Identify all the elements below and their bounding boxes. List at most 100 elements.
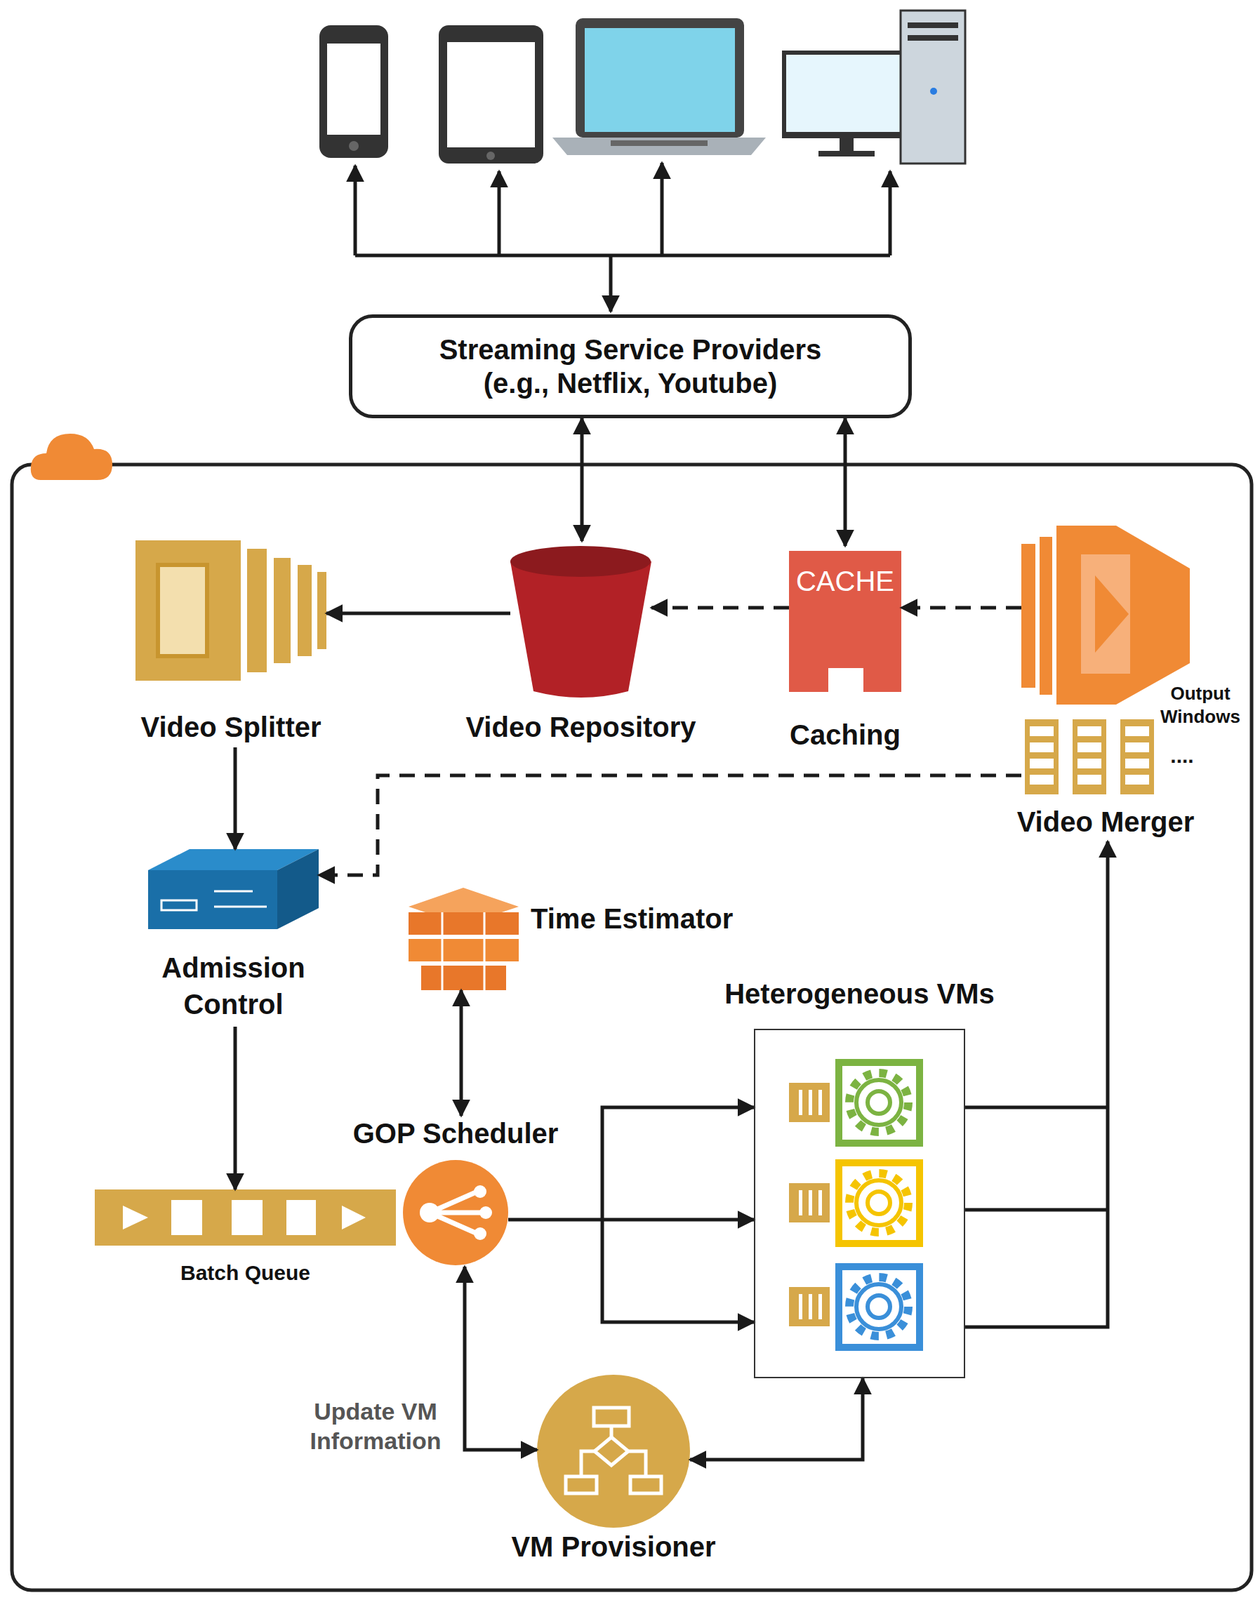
bucket-icon-part [510,561,652,698]
vm-icon-part [842,1066,917,1140]
device-wires-part [660,162,665,256]
queue-icon-part [122,1205,149,1230]
output-windows-part [1120,719,1155,795]
connector-line [602,1219,754,1323]
connector [464,1267,537,1451]
output-windows-part [1024,719,1059,795]
provisioner-icon-part-part [593,1408,629,1427]
vm-pool-box: Heterogeneous VMs [753,1029,966,1379]
connector-line [901,606,1022,610]
output-windows-part [1072,719,1107,795]
phone-icon-part [319,25,389,158]
desktop-icon-part [900,10,966,164]
provisioner-icon [536,1375,691,1529]
laptop-icon-part [610,140,708,147]
cache-node: CACHECaching [788,546,902,757]
connector-line [651,606,789,610]
vm-icon [788,1059,924,1147]
merger-icon-part [1021,544,1036,688]
node-label: Video Repository [465,711,696,744]
vm-icon-part [808,1090,813,1116]
laptop-icon-part [552,137,766,156]
provisioner-icon-part-part [630,1476,662,1494]
connector-line [508,1218,754,1223]
laptop-icon-part [575,18,745,138]
scheduler-icon-part [479,1206,493,1220]
device-wires-part [888,171,893,256]
connector-line [580,418,585,542]
phone-icon [319,25,389,158]
scheduler-icon-part [473,1227,487,1241]
splitter-icon-part [317,572,327,650]
admission-icon-part [214,891,267,907]
vm-icon-part [818,1190,822,1216]
vm-icon-part [856,1284,902,1330]
output-windows [1024,719,1155,795]
cloud-region-part [11,464,1252,1591]
connector-line [464,1267,537,1451]
scheduler-icon [402,1160,509,1266]
connector-line [326,612,511,616]
device-wires-part [353,165,358,256]
tablet-icon-part [438,25,544,164]
bucket-icon [510,546,652,698]
desktop-icon-part [907,22,959,29]
vm-icon-part [835,1159,924,1248]
vm-icon [788,1263,924,1352]
device-wires-part [609,255,613,312]
merger-icon [1021,525,1190,705]
connector-line [843,418,848,547]
cloud-icon [30,433,113,481]
connector-line [965,841,1108,1328]
scheduler-node: GOP Scheduler [402,1116,509,1268]
vm-icon-part [808,1294,813,1320]
node-label: Caching [789,718,901,752]
desktop-icon-part [930,87,938,95]
merger-icon-part [1095,575,1129,653]
device-wires [355,162,891,312]
vm-icon-part [849,1073,909,1133]
connector [318,775,1022,876]
splitter-icon-part [247,548,267,673]
splitter-node: Video Splitter [135,530,327,748]
vm-icon-part [867,1295,891,1319]
merger-node: Video Merger [1021,525,1190,842]
vm-icon-part [788,1083,830,1123]
connector [845,418,846,547]
admission-icon-part [148,870,278,930]
node-label: Video Splitter [140,711,321,744]
cache-icon [788,551,902,693]
queue-icon-part [286,1200,316,1236]
splitter-icon-part [273,558,291,664]
tablet-icon-part [447,42,535,148]
splitter-icon-part [135,540,241,681]
device-wires-part [497,171,502,256]
cache-icon-part [788,551,902,693]
scheduler-icon-part [402,1160,509,1266]
scheduler-icon-part [473,1185,487,1199]
vm-icon-part [808,1190,813,1216]
ellipsis-label: .... [1170,742,1194,770]
queue-icon-part [341,1205,366,1230]
estimator-icon-part [421,965,507,991]
connector [235,1026,236,1190]
vm-icon-part [818,1090,822,1116]
laptop-icon-part [584,28,735,132]
admission-icon-part [161,900,197,911]
estimator-icon [408,887,519,991]
connector [651,607,789,609]
node-label: GOP Scheduler [353,1117,559,1150]
bucket-icon-part [510,546,651,578]
connector-line [965,1106,1108,1110]
connector-line [233,1026,238,1190]
vm-icon-part [849,1173,909,1233]
admission-node: Admission Control [148,849,319,1027]
connector-line [690,1378,863,1461]
connector-line [965,1208,1108,1213]
node-label: Heterogeneous VMs [724,977,995,1011]
desktop-icon-part [786,54,908,132]
node-label: Admission Control [142,949,326,1023]
estimator-node: Time Estimator [408,887,519,991]
